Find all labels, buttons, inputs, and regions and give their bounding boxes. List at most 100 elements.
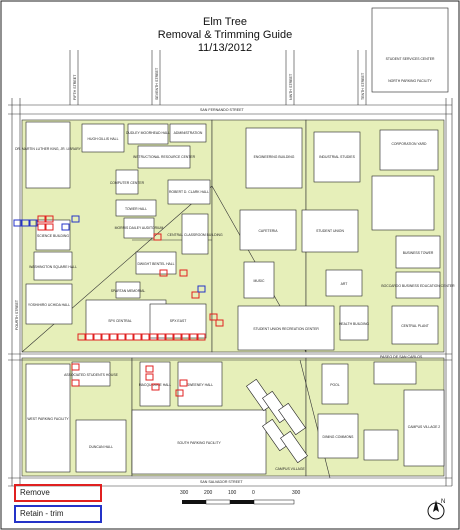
building-spx-east <box>149 303 207 339</box>
label-health: HEALTH BUILDING <box>339 322 369 326</box>
label-music: MUSIC <box>254 279 265 283</box>
building-dining-commons <box>317 413 359 459</box>
remove-marker <box>181 333 190 341</box>
building-health <box>339 305 369 341</box>
building-central-classroom <box>181 213 209 255</box>
building-atc <box>363 429 399 461</box>
building-music <box>243 261 275 299</box>
label-industrial-studies: INDUSTRIAL STUDIES <box>319 155 355 159</box>
scale-label: 100 <box>228 490 237 496</box>
legend-remove: Remove <box>14 484 102 502</box>
building-student-services <box>371 7 449 93</box>
building-south-parking <box>131 409 267 475</box>
label-campus-village-2: CAMPUS VILLAGE 2 <box>408 425 441 429</box>
retain-marker <box>197 285 206 293</box>
label-yoshihiro-uchida: YOSHIHIRO UCHIDA HALL <box>28 303 70 307</box>
scale-bar <box>182 499 295 505</box>
building-hugh-gillis <box>81 123 125 153</box>
remove-marker <box>173 333 182 341</box>
label-instructional-resource: INSTRUCTIONAL RESOURCE CENTER <box>133 155 196 159</box>
label-rec-center: STUDENT UNION RECREATION CENTER <box>253 327 319 331</box>
scale-label: 300 <box>292 490 301 496</box>
building-student-union <box>301 209 359 253</box>
label-computer-center: COMPUTER CENTER <box>110 181 145 185</box>
remove-marker <box>151 383 160 391</box>
label-dudley-moorhead: DUDLEY MOORHEAD HALL <box>126 131 170 135</box>
label-science: SCIENCE BUILDING <box>37 234 69 238</box>
label-central-plant: CENTRAL PLANT <box>401 324 429 328</box>
remove-marker <box>37 215 46 223</box>
remove-marker <box>175 389 184 397</box>
street-label-paseo: PASEO DE SAN CARLOS <box>380 355 423 359</box>
remove-marker <box>189 333 198 341</box>
building-campus-village-2 <box>403 389 445 467</box>
label-robert-clark: ROBERT D. CLARK HALL <box>169 190 209 194</box>
street-labels: SAN FERNANDO STREET SAN SALVADOR STREET … <box>15 67 423 484</box>
building-washington-square <box>33 251 73 281</box>
remove-marker <box>85 333 94 341</box>
label-corporation-yard: CORPORATION YARD <box>391 142 427 146</box>
remove-marker <box>93 333 102 341</box>
street-label-ninth: NINTH STREET <box>289 73 293 100</box>
label-student-services: STUDENT SERVICES CENTER <box>386 57 435 61</box>
label-dining-commons: DINING COMMONS <box>323 435 355 439</box>
retain-marker <box>21 219 30 227</box>
building-business-tower <box>395 235 441 269</box>
scale-label: 200 <box>204 490 213 496</box>
map-title: Elm Tree Removal & Trimming Guide 11/13/… <box>150 16 300 55</box>
building-west-parking <box>25 363 71 473</box>
label-cafeteria: CAFETERIA <box>258 229 278 233</box>
building-mlk-library <box>25 121 71 189</box>
remove-marker <box>209 313 218 321</box>
retain-markers <box>13 215 206 293</box>
legend-retain-trim: Retain - trim <box>14 505 102 523</box>
label-student-union: STUDENT UNION <box>316 229 344 233</box>
remove-marker <box>37 223 46 231</box>
remove-marker <box>179 269 188 277</box>
remove-marker <box>117 333 126 341</box>
remove-markers <box>37 215 224 397</box>
building-corporation-yard <box>379 129 439 171</box>
retain-marker <box>71 215 80 223</box>
remove-marker <box>179 379 188 387</box>
title-line-2: Removal & Trimming Guide <box>157 29 293 41</box>
remove-marker <box>109 333 118 341</box>
label-hugh-gillis: HUGH GILLIS HALL <box>88 137 119 141</box>
building-sweeney <box>177 361 223 407</box>
remove-marker <box>191 291 200 299</box>
legend-remove-label: Remove <box>20 488 50 497</box>
remove-marker <box>71 363 80 371</box>
label-tower-hall: TOWER HALL <box>125 207 147 211</box>
remove-marker <box>145 365 154 373</box>
label-north-parking: NORTH PARKING FACILITY <box>388 79 432 83</box>
streets <box>8 50 453 487</box>
label-engineering: ENGINEERING BUILDING <box>254 155 295 159</box>
building-robert-clark <box>167 179 211 205</box>
remove-marker <box>133 333 142 341</box>
label-art: ART <box>341 282 348 286</box>
label-washington-square: WASHINGTON SQUARE HALL <box>29 265 77 269</box>
remove-marker <box>45 223 54 231</box>
label-dwight-bentel: DWIGHT BENTEL HALL <box>137 262 174 266</box>
remove-marker <box>71 379 80 387</box>
remove-marker <box>45 215 54 223</box>
legend-retain-label: Retain - trim <box>20 509 64 518</box>
label-spartan-memorial: SPARTAN MEMORIAL <box>111 289 146 293</box>
label-south-parking: SOUTH PARKING FACILITY <box>177 441 221 445</box>
label-spx-east: SPX EAST <box>170 319 187 323</box>
building-macquarrie <box>139 361 171 407</box>
building-cafeteria <box>239 209 297 251</box>
building-industrial-annex <box>371 175 435 231</box>
building-central-plant <box>391 305 439 345</box>
label-mlk-library: DR. MARTIN LUTHER KING, JR. LIBRARY <box>15 147 82 151</box>
remove-marker <box>153 233 162 241</box>
remove-marker <box>149 333 158 341</box>
building-duncan <box>75 419 127 473</box>
remove-marker <box>159 269 168 277</box>
remove-marker <box>145 373 154 381</box>
street-label-san-fernando: SAN FERNANDO STREET <box>200 108 245 112</box>
label-duncan: DUNCAN HALL <box>89 445 113 449</box>
label-west-parking: WEST PARKING FACILITY <box>27 417 69 421</box>
building-spartan-memorial <box>115 281 141 299</box>
